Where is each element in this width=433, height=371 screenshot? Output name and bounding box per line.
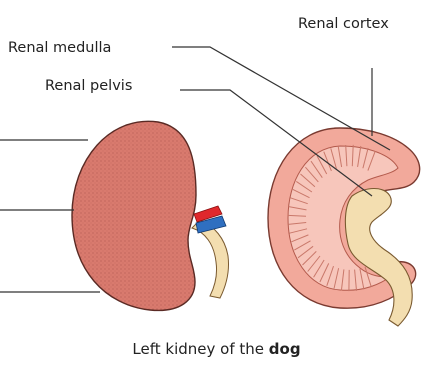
sectioned-kidney [172,47,420,326]
label-renal-pelvis: Renal pelvis [45,78,132,94]
diagram-caption: Left kidney of the dog [0,340,433,358]
caption-bold: dog [269,340,301,358]
caption-text: Left kidney of the [132,340,264,358]
external-kidney [0,121,229,310]
label-renal-cortex: Renal cortex [298,16,389,32]
kidney-exterior [72,121,196,310]
label-renal-medulla: Renal medulla [8,40,111,56]
